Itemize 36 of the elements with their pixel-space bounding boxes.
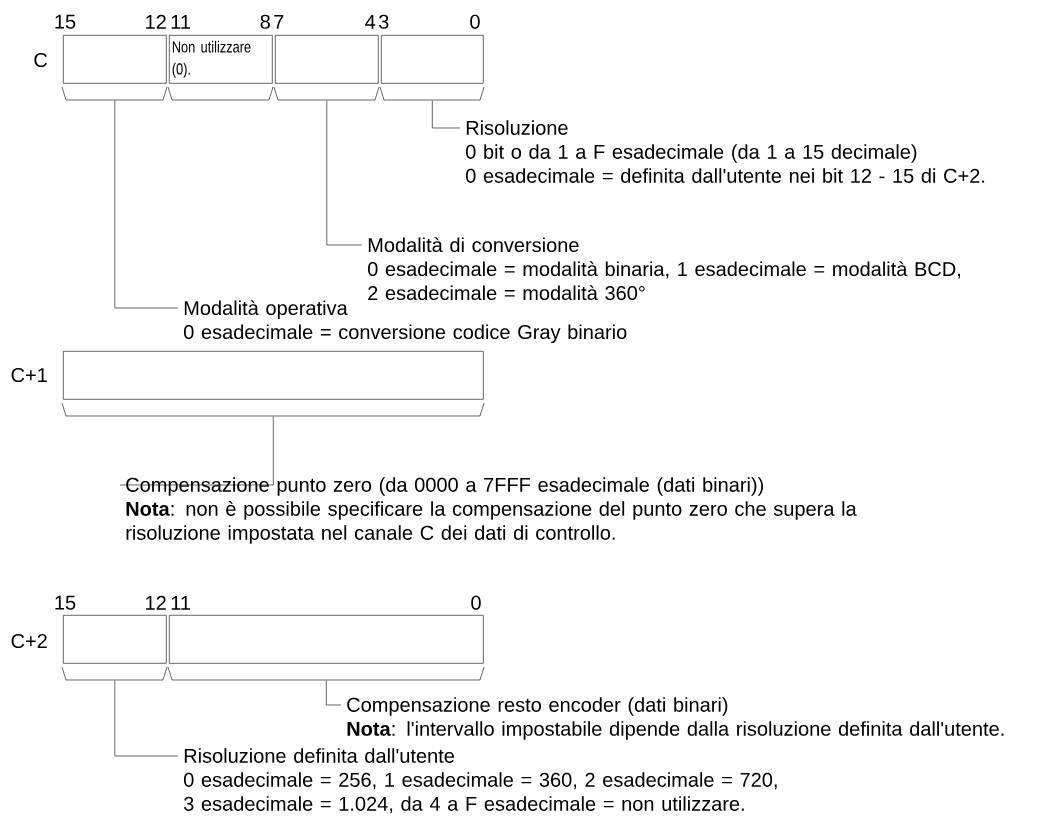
description-text: Modalità operativa — [184, 300, 348, 320]
bit-number: 12 — [146, 14, 166, 29]
description-text: Compensazione resto encoder (dati binari) — [347, 697, 728, 716]
field-box — [63, 351, 484, 400]
field-box — [381, 35, 484, 84]
field-box — [63, 615, 167, 664]
field-box: Non utilizzare (0). — [169, 35, 273, 84]
description-text: 0 bit o da 1 a F esadecimale (da 1 a 15 decimale) — [466, 144, 917, 163]
description-text: 0 esadecimale = 256, 1 esadecimale = 360, 2 esadecimale = 720, 3 esadecimale = 1.024, da 4 a F esadecimale = non utilizzare. — [184, 772, 777, 814]
bit-number: 11 — [171, 596, 190, 610]
bit-number: 15 — [55, 595, 76, 610]
bit-number: 11 — [171, 15, 190, 29]
leader-line — [114, 680, 179, 757]
bit-number: 3 — [378, 14, 389, 29]
description-text: Nota: l'intervallo impostabile dipende dalla risoluzione definita dall'utente. — [347, 721, 1004, 740]
description-text: Nota: non è possibile specificare la compensazione del punto zero che supera la risoluzione impostata nel canale C dei dati di controllo. — [126, 500, 857, 544]
description-text: 0 esadecimale = definita dall'utente nei bit 12 - 15 di C+2. — [466, 168, 985, 183]
bit-number: 7 — [274, 15, 284, 29]
field-box — [169, 615, 484, 664]
leader-line — [326, 100, 363, 246]
field-box — [275, 35, 379, 84]
bit-number: 4 — [365, 15, 376, 29]
bit-number: 12 — [146, 595, 166, 610]
description-text: Risoluzione definita dall'utente — [184, 748, 454, 763]
bit-number: 15 — [55, 14, 76, 29]
leader-line — [432, 100, 461, 129]
description-text: 0 esadecimale = conversione codice Gray binario — [184, 324, 627, 344]
description-text: Compensazione punto zero (da 0000 a 7FFF esadecimale (dati binari)) — [126, 477, 764, 496]
description-text: Modalità di conversione — [368, 237, 579, 253]
field-box — [63, 35, 167, 84]
leader-line — [114, 100, 179, 309]
leader-line — [119, 416, 274, 486]
leader-line — [326, 680, 342, 706]
bit-number: 8 — [260, 14, 270, 29]
description-text: Risoluzione — [466, 120, 568, 135]
description-text: 0 esadecimale = modalità binaria, 1 esadecimale = modalità BCD, 2 esadecimale = modalità 360° — [368, 261, 960, 301]
